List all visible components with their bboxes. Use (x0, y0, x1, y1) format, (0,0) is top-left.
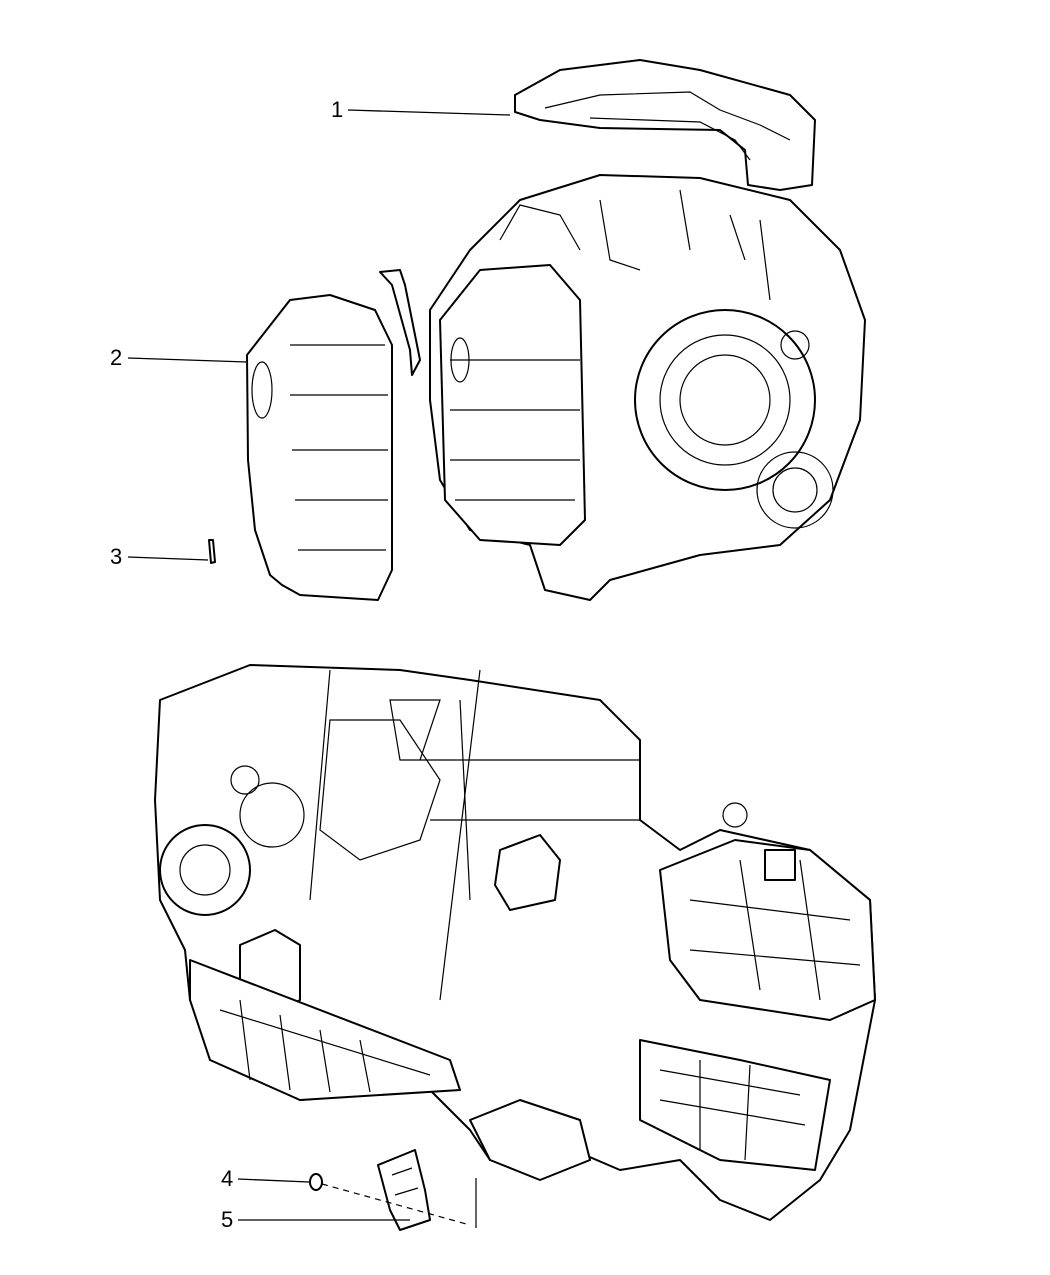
leader-line-2 (127, 357, 248, 363)
transmission-assembly (379, 174, 866, 601)
callout-2: 2 (110, 345, 123, 370)
bolt-alignment-line (321, 1183, 471, 1226)
callout-5: 5 (221, 1207, 234, 1232)
callout-3: 3 (110, 544, 123, 569)
part-3-pin (208, 539, 216, 564)
part-5-bracket (377, 1149, 431, 1231)
part-4-bolt (309, 1173, 323, 1191)
part-1-upper-shield (514, 59, 816, 191)
engine-assembly (154, 664, 876, 1221)
leader-line-1 (347, 109, 511, 116)
callout-1: 1 (331, 97, 344, 122)
leader-line-3 (127, 556, 209, 561)
part-2-side-shield (246, 294, 393, 601)
callout-4: 4 (221, 1166, 234, 1191)
leader-line-4 (237, 1178, 310, 1183)
